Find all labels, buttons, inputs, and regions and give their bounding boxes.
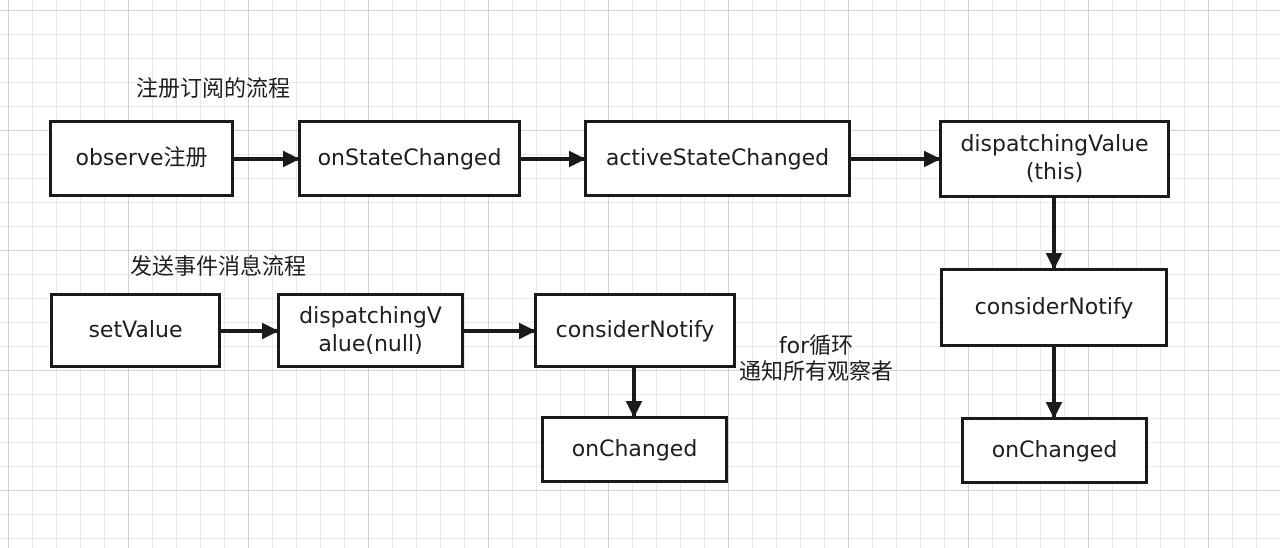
node-consider-notify-right[interactable]: considerNotify xyxy=(940,268,1168,347)
node-set-value[interactable]: setValue xyxy=(50,293,221,368)
loop-annotation-line2: 通知所有观察者 xyxy=(738,360,893,385)
node-on-changed-right[interactable]: onChanged xyxy=(961,417,1148,484)
send-flow-title: 发送事件消息流程 xyxy=(130,255,307,280)
node-on-state-changed[interactable]: onStateChanged xyxy=(298,120,521,197)
node-on-changed-bottom[interactable]: onChanged xyxy=(541,416,728,483)
node-consider-notify-bottom[interactable]: considerNotify xyxy=(534,293,736,368)
loop-annotation: for循环 通知所有观察者 xyxy=(726,334,906,386)
node-observe[interactable]: observe注册 xyxy=(49,120,234,197)
register-flow-title: 注册订阅的流程 xyxy=(136,77,291,102)
node-dispatching-value-null[interactable]: dispatchingV alue(null) xyxy=(277,293,464,368)
node-active-state-changed[interactable]: activeStateChanged xyxy=(584,120,851,197)
node-dispatching-value-this[interactable]: dispatchingValue (this) xyxy=(939,120,1170,198)
loop-annotation-line1: for循环 xyxy=(778,334,854,359)
